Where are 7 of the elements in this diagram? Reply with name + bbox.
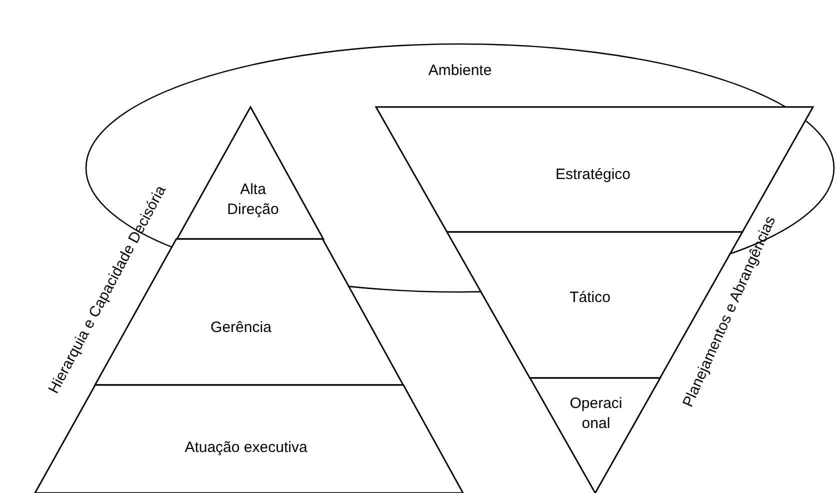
- level-label: Estratégico: [554, 164, 632, 185]
- level-label: Atuação executiva: [184, 438, 308, 458]
- level-label: Tático: [568, 288, 612, 308]
- ellipse-title: Ambiente: [428, 61, 492, 81]
- level-label: Gerência: [210, 318, 272, 338]
- level-label: Alta Direção: [226, 180, 280, 220]
- level-label: Operacional: [568, 394, 624, 434]
